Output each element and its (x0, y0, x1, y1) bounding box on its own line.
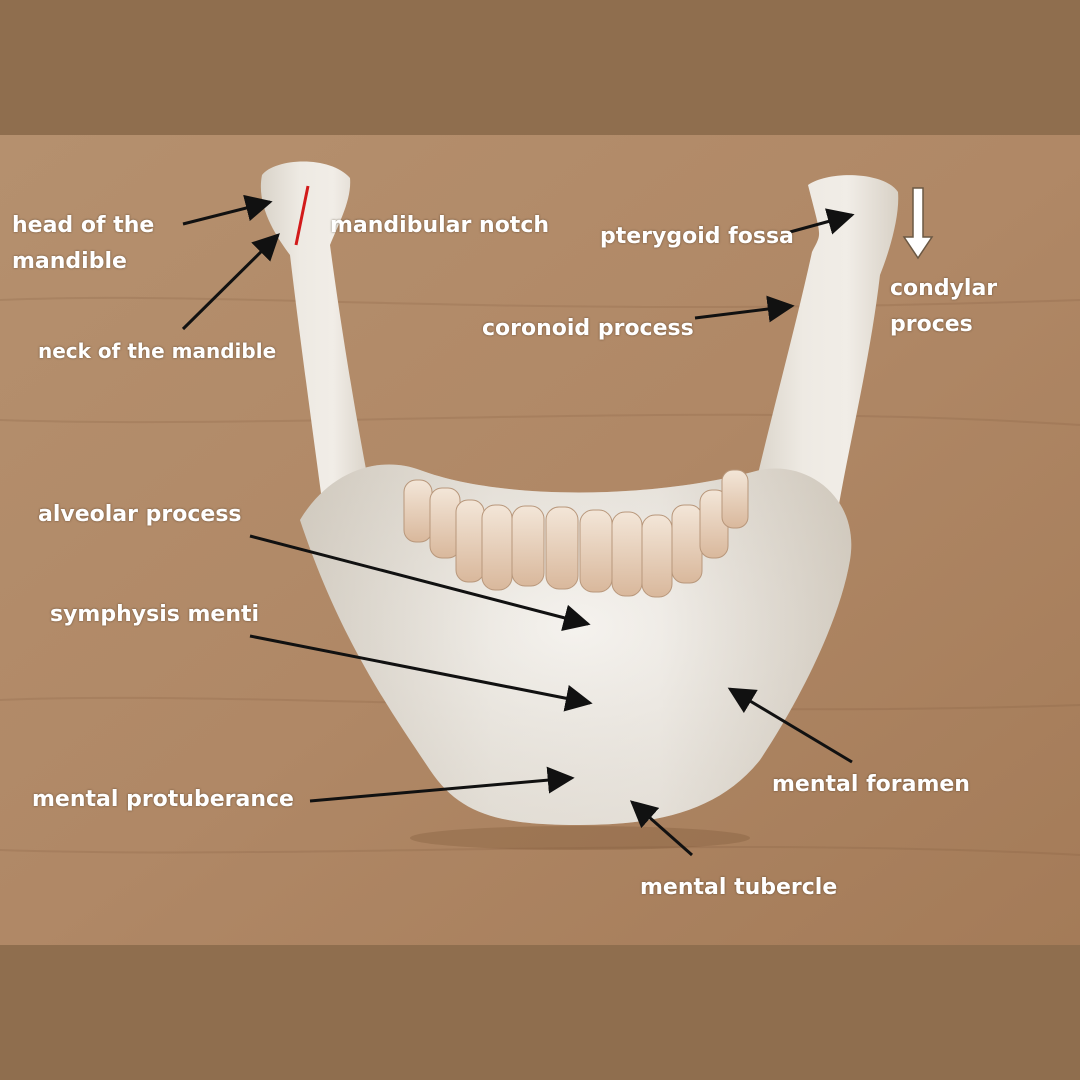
arrow-pterygoid-fossa (789, 208, 855, 235)
label-mental-tubercle: mental tubercle (640, 875, 838, 900)
arrow-coronoid-process (694, 295, 795, 323)
label-head-of-mandible-line1: head of the (12, 213, 155, 238)
label-mandibular-notch: mandibular notch (330, 213, 550, 238)
label-condylar-process: condylar proces (890, 271, 997, 343)
arrow-symphysis-menti (249, 634, 593, 712)
arrow-mental-protuberance (309, 766, 575, 803)
label-alveolar-process: alveolar process (38, 502, 242, 527)
label-coronoid-process: coronoid process (482, 316, 694, 341)
highlight-line (294, 185, 310, 246)
label-condylar-process-line2: proces (890, 312, 973, 337)
teeth (403, 469, 749, 598)
label-neck-of-mandible: neck of the mandible (38, 339, 277, 363)
label-head-of-mandible-line2: mandible (12, 249, 127, 274)
arrow-neck-of-mandible (181, 233, 280, 331)
label-head-of-mandible: head of the mandible (12, 208, 154, 280)
label-symphysis-menti: symphysis menti (50, 602, 260, 627)
down-arrow-icon (902, 187, 934, 260)
label-pterygoid-fossa: pterygoid fossa (600, 224, 794, 249)
label-mental-foramen: mental foramen (772, 772, 970, 797)
arrow-head-of-mandible (182, 194, 273, 226)
arrow-mental-tubercle (629, 800, 693, 857)
arrow-alveolar-process (249, 534, 591, 631)
label-condylar-process-line1: condylar (890, 276, 998, 301)
arrow-mental-foramen (727, 687, 853, 764)
label-mental-protuberance: mental protuberance (32, 787, 294, 812)
